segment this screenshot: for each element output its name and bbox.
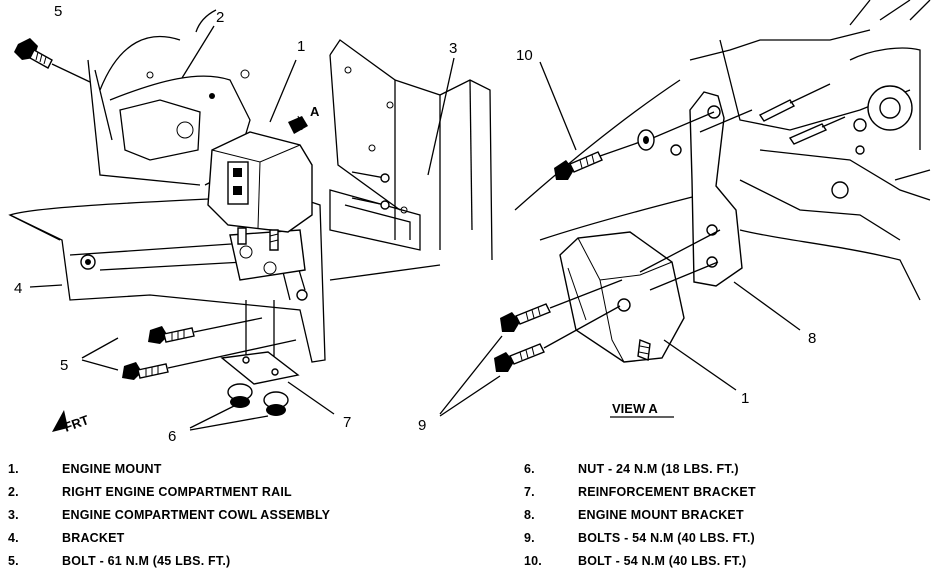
parts-legend: 1. ENGINE MOUNT 2. RIGHT ENGINE COMPARTMEN… <box>0 458 944 574</box>
legend-item: 1. ENGINE MOUNT <box>8 458 330 481</box>
legend-number: 1. <box>8 462 19 476</box>
legend-column-right: 6. NUT - 24 N.M (18 LBS. FT.) 7. REINFORCE… <box>524 458 756 573</box>
legend-text: ENGINE MOUNT <box>62 462 162 476</box>
left-illustration: FRT A <box>8 9 493 435</box>
legend-item: 8. ENGINE MOUNT BRACKET <box>524 504 756 527</box>
legend-item: 5. BOLT - 61 N.M (45 LBS. FT.) <box>8 550 330 573</box>
legend-number: 3. <box>8 508 19 522</box>
callout-1-left: 1 <box>297 38 305 55</box>
legend-number: 6. <box>524 462 535 476</box>
front-label: FRT <box>62 412 91 435</box>
cowl-assembly <box>329 39 493 261</box>
callout-5-lower: 5 <box>60 357 68 374</box>
legend-item: 6. NUT - 24 N.M (18 LBS. FT.) <box>524 458 756 481</box>
callout-10: 10 <box>516 47 533 64</box>
legend-number: 9. <box>524 531 535 545</box>
legend-column-left: 1. ENGINE MOUNT 2. RIGHT ENGINE COMPARTMEN… <box>8 458 330 573</box>
bolts-lower-left <box>81 317 297 380</box>
nuts <box>189 383 289 431</box>
legend-number: 5. <box>8 554 19 568</box>
engine-mount-right <box>559 229 737 391</box>
legend-item: 2. RIGHT ENGINE COMPARTMENT RAIL <box>8 481 330 504</box>
legend-text: ENGINE COMPARTMENT COWL ASSEMBLY <box>62 508 331 522</box>
legend-number: 2. <box>8 485 19 499</box>
arrow-a-label: A <box>310 104 320 119</box>
callout-7: 7 <box>343 414 351 431</box>
legend-text: REINFORCEMENT BRACKET <box>578 485 756 499</box>
legend-item: 7. REINFORCEMENT BRACKET <box>524 481 756 504</box>
legend-text: RIGHT ENGINE COMPARTMENT RAIL <box>62 485 292 499</box>
callout-5-top: 5 <box>54 3 62 20</box>
legend-number: 10. <box>524 554 542 568</box>
legend-item: 4. BRACKET <box>8 527 330 550</box>
callout-9: 9 <box>418 417 426 434</box>
legend-number: 7. <box>524 485 535 499</box>
callout-8: 8 <box>808 330 816 347</box>
callout-3: 3 <box>449 40 457 57</box>
reinforcement-bracket <box>220 300 335 415</box>
callout-2: 2 <box>216 9 224 26</box>
callout-4: 4 <box>14 280 22 297</box>
engine-mount-diagram: FRT A <box>8 0 931 445</box>
engine-mount-left <box>207 59 313 251</box>
legend-number: 8. <box>524 508 535 522</box>
view-a-illustration: VIEW A <box>439 0 931 418</box>
legend-item: 9. BOLTS - 54 N.M (40 LBS. FT.) <box>524 527 756 550</box>
engine-mount-bracket <box>647 91 801 331</box>
legend-text: BOLT - 54 N.M (40 LBS. FT.) <box>578 554 747 568</box>
legend-item: 10. BOLT - 54 N.M (40 LBS. FT.) <box>524 550 756 573</box>
view-a-label: VIEW A <box>612 401 658 416</box>
legend-text: ENGINE MOUNT BRACKET <box>578 508 744 522</box>
legend-number: 4. <box>8 531 19 545</box>
bolts-item-9 <box>439 279 623 417</box>
legend-text: BOLTS - 54 N.M (40 LBS. FT.) <box>578 531 755 545</box>
legend-text: NUT - 24 N.M (18 LBS. FT.) <box>578 462 739 476</box>
legend-text: BOLT - 61 N.M (45 LBS. FT.) <box>62 554 231 568</box>
studs <box>758 83 846 145</box>
bolt-item-10 <box>539 61 655 180</box>
bolt-top-left <box>14 38 91 83</box>
front-arrow: FRT <box>52 410 91 435</box>
callout-1-right: 1 <box>741 390 749 407</box>
bracket <box>8 194 441 363</box>
compartment-rail <box>87 9 251 186</box>
legend-item: 3. ENGINE COMPARTMENT COWL ASSEMBLY <box>8 504 330 527</box>
legend-text: BRACKET <box>62 531 125 545</box>
callout-6: 6 <box>168 428 176 445</box>
